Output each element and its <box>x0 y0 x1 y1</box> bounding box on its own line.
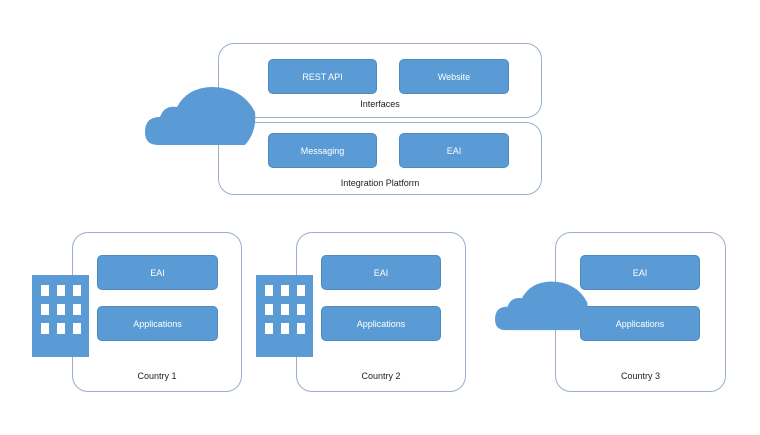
country-2-applications-box: Applications <box>321 306 441 341</box>
country-3-eai-box: EAI <box>580 255 700 290</box>
building-icon <box>256 275 313 357</box>
building-icon <box>32 275 89 357</box>
country-3-applications-box: Applications <box>580 306 700 341</box>
interfaces-label: Interfaces <box>360 99 400 109</box>
country-1-label: Country 1 <box>137 371 177 381</box>
website-box: Website <box>399 59 509 94</box>
country-2-eai-box: EAI <box>321 255 441 290</box>
integration-platform-label: Integration Platform <box>340 178 420 188</box>
country-1-eai-box: EAI <box>97 255 218 290</box>
eai-box: EAI <box>399 133 509 168</box>
rest-api-box: REST API <box>268 59 377 94</box>
messaging-box: Messaging <box>268 133 377 168</box>
country-3-label: Country 3 <box>620 371 661 381</box>
cloud-icon <box>495 281 588 331</box>
country-2-label: Country 2 <box>361 371 401 381</box>
country-1-applications-box: Applications <box>97 306 218 341</box>
cloud-icon <box>145 87 256 145</box>
